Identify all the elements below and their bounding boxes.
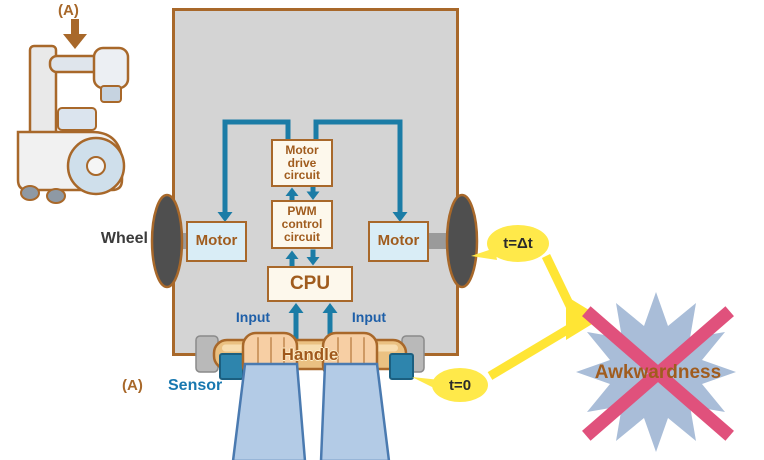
xray-machine-illustration [16, 44, 130, 204]
pwm-control-circuit-box: PWM control circuit [271, 200, 333, 249]
label-a-bottom: (A) [122, 377, 143, 394]
label-a-top: (A) [58, 2, 79, 19]
arrow-drive-to-left-motor [222, 119, 291, 213]
arrow-drive-to-right-motor [313, 119, 403, 213]
label-handle: Handle [281, 345, 339, 364]
cpu-box: CPU [267, 266, 353, 302]
motor-box-right: Motor [368, 221, 429, 262]
sleeve-left [231, 362, 307, 460]
operator-hands [231, 331, 391, 460]
caster-wheel-rear [46, 188, 66, 204]
callout-t-zero: t=0 [432, 368, 488, 402]
label-input-right: Input [351, 309, 387, 325]
sensor-block-left [219, 353, 244, 380]
caster-wheel-front [20, 185, 40, 201]
sensor-block-right [389, 353, 414, 380]
label-wheel: Wheel [100, 230, 148, 247]
callout-t-delta: t=Δt [487, 225, 549, 262]
label-sensor: Sensor [168, 377, 223, 394]
label-input-left: Input [235, 309, 271, 325]
pointer-a-down-arrow-icon [63, 19, 87, 49]
signal-arrows [217, 119, 408, 342]
collimator [100, 85, 122, 103]
motor-box-left: Motor [186, 221, 247, 262]
xray-tube-head [92, 46, 130, 90]
control-console [57, 107, 97, 131]
drive-wheel-hub [86, 156, 106, 176]
label-awkwardness: Awkwardness [594, 362, 722, 383]
wheel-right [445, 193, 479, 289]
motor-drive-circuit-box: Motor drive circuit [271, 139, 333, 187]
wheel-left [150, 193, 184, 289]
sleeve-right [319, 362, 391, 460]
